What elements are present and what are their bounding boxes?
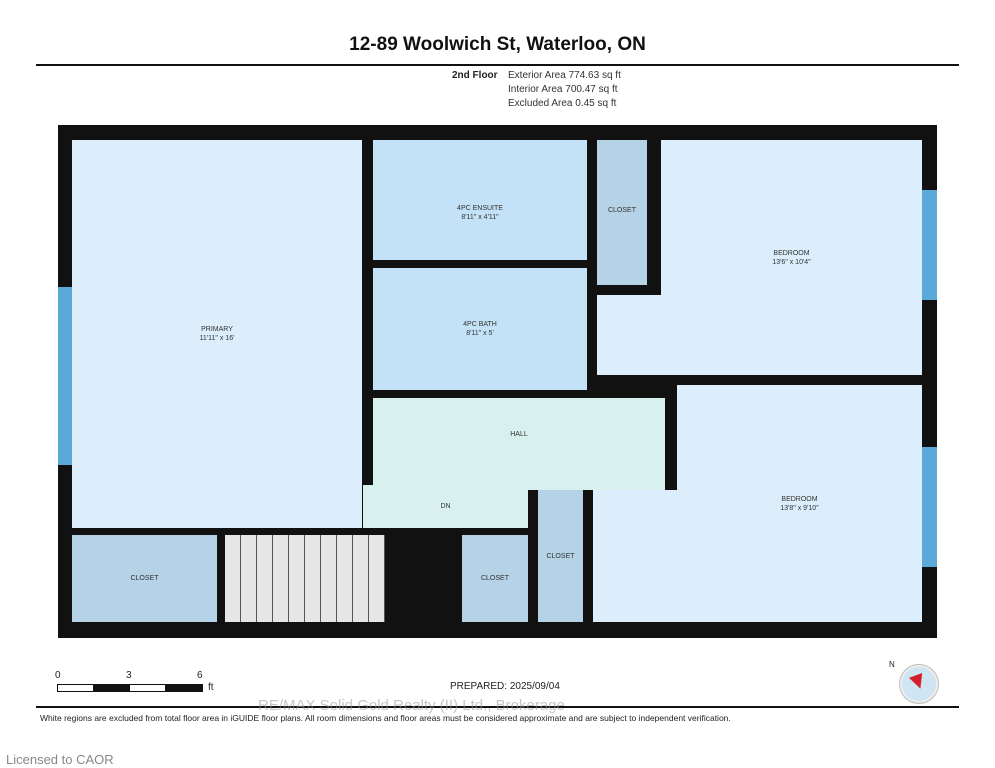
exterior-area: Exterior Area 774.63 sq ft bbox=[508, 70, 621, 81]
window-left bbox=[58, 287, 72, 465]
room-closet-top: CLOSET bbox=[597, 140, 647, 285]
window-right-bottom bbox=[922, 447, 937, 567]
interior-area: Interior Area 700.47 sq ft bbox=[508, 84, 618, 95]
scale-bar-seg bbox=[93, 684, 131, 692]
floor-plan: PRIMARY 11'11" x 16' 4PC ENSUITE 8'11" x… bbox=[58, 125, 937, 638]
excluded-area: Excluded Area 0.45 sq ft bbox=[508, 98, 617, 109]
room-name: PRIMARY bbox=[201, 326, 233, 333]
page-title: 12-89 Woolwich St, Waterloo, ON bbox=[349, 34, 646, 55]
scale-tick-0: 0 bbox=[55, 670, 61, 681]
bedroom-1-extension bbox=[597, 295, 667, 375]
room-bedroom-2: BEDROOM 13'8" x 9'10" bbox=[677, 385, 922, 622]
room-dims: 13'8" x 9'10" bbox=[780, 504, 819, 512]
hall-lower: DN bbox=[363, 485, 528, 528]
room-name: 4PC ENSUITE bbox=[457, 205, 503, 212]
room-dims: 8'11" x 5' bbox=[466, 330, 494, 337]
license-text: Licensed to CAOR bbox=[6, 752, 114, 767]
room-name: HALL bbox=[510, 430, 528, 438]
room-primary: PRIMARY 11'11" x 16' bbox=[72, 140, 362, 528]
bedroom-2-extension bbox=[593, 490, 683, 622]
footer-divider bbox=[36, 706, 959, 708]
room-dims: 13'6" x 10'4" bbox=[772, 258, 811, 266]
room-name: 4PC BATH bbox=[463, 321, 497, 328]
room-bath: 4PC BATH 8'11" x 5' bbox=[373, 268, 587, 390]
staircase bbox=[225, 535, 385, 622]
room-name: CLOSET bbox=[546, 552, 575, 560]
prepared-date: PREPARED: 2025/09/04 bbox=[450, 681, 560, 692]
room-name: CLOSET bbox=[607, 207, 636, 214]
scale-bar-seg bbox=[165, 684, 203, 692]
scale-tick-3: 3 bbox=[126, 670, 132, 681]
scale-unit: ft bbox=[208, 682, 214, 693]
area-summary: Exterior Area 774.63 sq ft Interior Area… bbox=[508, 69, 621, 111]
disclaimer: White regions are excluded from total fl… bbox=[40, 713, 731, 723]
floor-label: 2nd Floor bbox=[452, 70, 498, 81]
room-hall: HALL bbox=[373, 398, 665, 490]
room-name: BEDROOM bbox=[773, 249, 810, 257]
window-right-top bbox=[922, 190, 937, 300]
title-divider bbox=[36, 64, 959, 66]
scale-bar-seg bbox=[129, 684, 167, 692]
room-name: CLOSET bbox=[480, 575, 509, 582]
scale-tick-6: 6 bbox=[197, 670, 203, 681]
room-name: BEDROOM bbox=[781, 495, 818, 503]
room-dims: 11'11" x 16' bbox=[199, 335, 235, 342]
room-dims: 8'11" x 4'11" bbox=[461, 214, 499, 221]
room-closet-right: CLOSET bbox=[538, 490, 583, 622]
compass-north-label: N bbox=[889, 660, 895, 669]
compass-icon bbox=[900, 665, 938, 703]
scale-bar-seg bbox=[57, 684, 95, 692]
room-closet-left: CLOSET bbox=[72, 535, 217, 622]
room-bedroom-1: BEDROOM 13'6" x 10'4" bbox=[661, 140, 922, 375]
room-name: CLOSET bbox=[130, 575, 159, 582]
room-ensuite: 4PC ENSUITE 8'11" x 4'11" bbox=[373, 140, 587, 260]
watermark: RE/MAX Solid Gold Realty (II) Ltd., Brok… bbox=[258, 697, 565, 714]
room-closet-middle: CLOSET bbox=[462, 535, 528, 622]
stairs-down-label: DN bbox=[440, 503, 451, 510]
